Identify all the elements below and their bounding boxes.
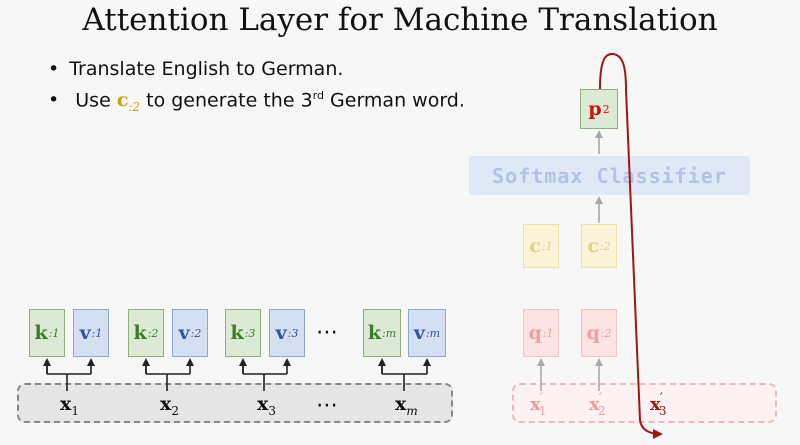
input-x1: x1 (60, 393, 79, 418)
context-box-c2: c:2 (581, 224, 617, 268)
key-box-1: k:1 (29, 309, 65, 357)
bullet-use-c2: Use c:2 to generate the 3rd German word. (48, 89, 465, 114)
input-xm: xm (395, 393, 418, 418)
bullet-list: Translate English to German. Use c:2 to … (48, 58, 465, 123)
ellipsis-x: ⋯ (316, 393, 341, 418)
key-box-3: k:3 (225, 309, 261, 357)
key-box-m: k:m (363, 309, 401, 357)
ellipsis-kv: ⋯ (316, 320, 341, 345)
input-x2: x2 (160, 393, 179, 418)
feedback-arrow (599, 52, 663, 439)
value-box-1: v:1 (73, 309, 109, 357)
encoder-input-band (17, 383, 453, 423)
context-vector-c2-inline: c:2 (116, 89, 141, 115)
bullet-translate: Translate English to German. (48, 58, 465, 80)
query-box-q2: q:2 (581, 309, 617, 357)
encoder-forks (43, 360, 427, 391)
value-box-m: v:m (408, 309, 446, 357)
slide-title: Attention Layer for Machine Translation (82, 2, 718, 38)
decoder-input-band (512, 383, 777, 423)
decoder-input-x1-prime: x′1 (530, 391, 547, 418)
input-x3: x3 (257, 393, 276, 418)
key-box-2: k:2 (128, 309, 164, 357)
query-box-q1: q:1 (523, 309, 559, 357)
decoder-input-x3-prime: x′3 (650, 391, 667, 418)
context-box-c1: c:1 (523, 224, 559, 268)
decoder-up-arrows (537, 130, 603, 391)
softmax-classifier: Softmax Classifier (469, 156, 750, 195)
decoder-input-x2-prime: x′2 (589, 391, 606, 418)
